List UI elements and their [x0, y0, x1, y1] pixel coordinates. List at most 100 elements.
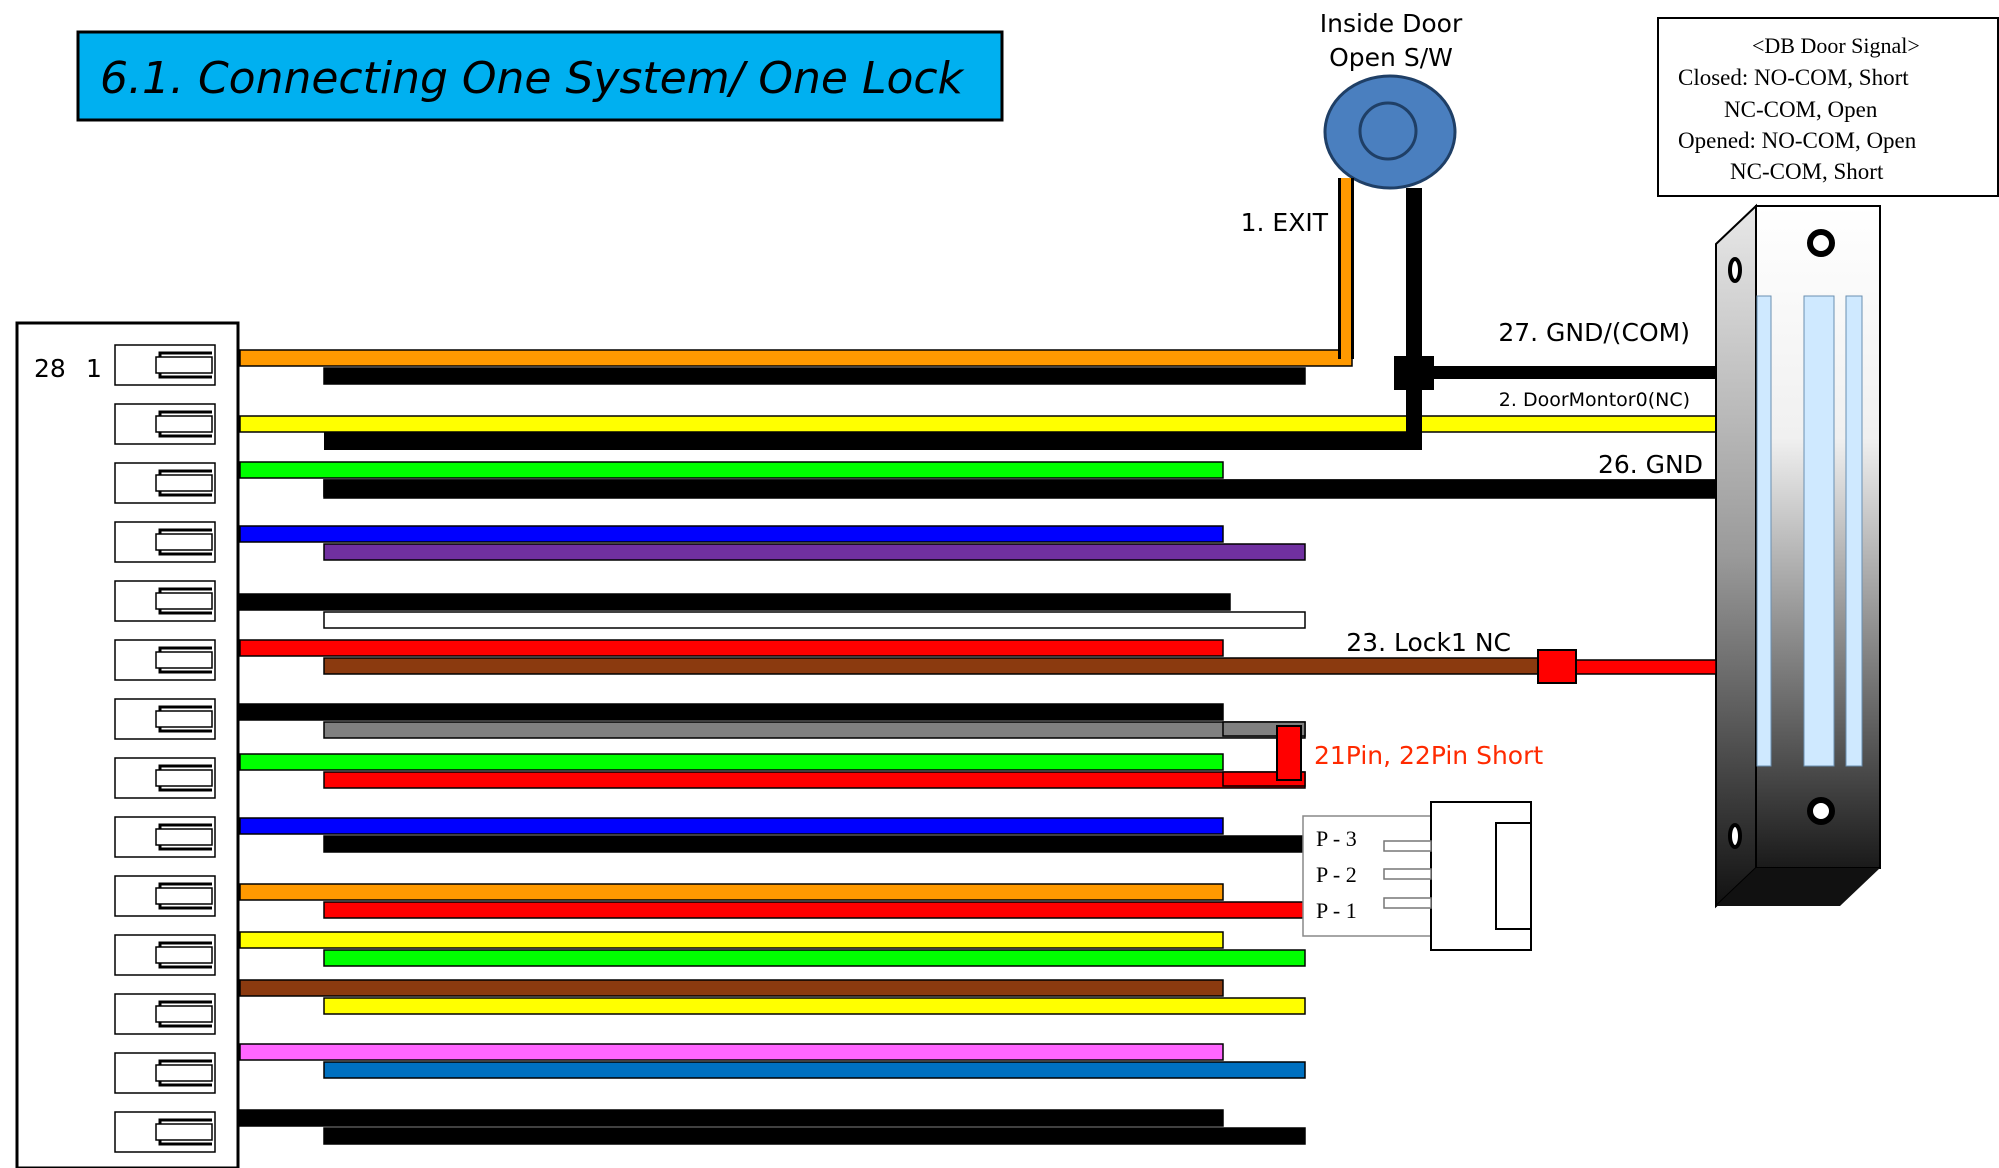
wire	[323, 771, 1306, 789]
plug-latch	[1495, 822, 1532, 930]
connector-slot	[114, 934, 216, 976]
slot-pin	[155, 356, 213, 374]
wire	[239, 593, 1231, 611]
slot-pin	[155, 887, 213, 905]
wire	[323, 367, 1306, 385]
wire	[323, 611, 1306, 629]
plug-pin-icon	[1383, 868, 1432, 880]
connector-slot	[114, 757, 216, 799]
connector-slot	[114, 521, 216, 563]
wire	[323, 997, 1306, 1015]
lock-magnet-strip	[1756, 295, 1772, 767]
lock-magnet-strip	[1845, 295, 1863, 767]
wire	[239, 753, 1224, 771]
slot-pin	[155, 946, 213, 964]
connector-slots	[114, 344, 216, 1153]
wire	[323, 1127, 1306, 1145]
exit-switch: Inside Door Open S/W	[1320, 9, 1463, 190]
wire	[239, 979, 1224, 997]
wire	[239, 703, 1224, 721]
wire	[323, 901, 1306, 919]
title-background	[76, 30, 1004, 122]
page-title: 6.1. Connecting One System/ One Lock	[100, 53, 965, 104]
plug-pin-label: P - 3	[1316, 826, 1357, 851]
connector-slot	[114, 875, 216, 917]
terminal-block: 28 1	[15, 321, 240, 1168]
connector-slot	[114, 1052, 216, 1094]
switch-label: Open S/W	[1329, 43, 1453, 72]
wire	[323, 835, 1306, 853]
slot-pin	[155, 415, 213, 433]
connector-slot	[114, 580, 216, 622]
wire	[323, 949, 1306, 967]
connector-slot	[114, 1111, 216, 1153]
pin-label-28: 28	[34, 354, 66, 383]
lock-side-hole-icon	[1728, 257, 1742, 283]
connector-slot	[114, 462, 216, 504]
gnd-com-wire	[1434, 366, 1716, 379]
connector-slot	[114, 639, 216, 681]
label-door-monitor: 2. DoorMontor0(NC)	[1499, 389, 1690, 411]
wire	[323, 657, 1541, 675]
lock-magnet-strip	[1803, 295, 1835, 767]
label-short: 21Pin, 22Pin Short	[1314, 741, 1543, 770]
slot-pin	[155, 1005, 213, 1023]
lock-screw-hole-icon	[1807, 229, 1835, 257]
label-gnd: 26. GND	[1598, 450, 1703, 479]
wire-labels: 1. EXIT 27. GND/(COM) 2. DoorMontor0(NC)…	[1241, 208, 1703, 770]
connector-slot	[114, 403, 216, 445]
wire-harness	[239, 349, 1717, 1145]
title-box: 6.1. Connecting One System/ One Lock	[76, 30, 1004, 122]
label-lock-nc: 23. Lock1 NC	[1346, 628, 1511, 657]
wire	[239, 415, 1717, 433]
wire	[323, 1061, 1306, 1079]
label-exit: 1. EXIT	[1241, 208, 1329, 237]
slot-pin	[155, 474, 213, 492]
lock-bottom-edge	[1716, 868, 1880, 906]
wire	[239, 461, 1224, 479]
switch-button-center	[1358, 101, 1418, 161]
slot-pin	[155, 710, 213, 728]
slot-pin	[155, 592, 213, 610]
signal-box-heading: <DB Door Signal>	[1752, 33, 1920, 58]
gnd-wire	[323, 479, 1717, 499]
signal-box-line: NC-COM, Short	[1730, 159, 1884, 184]
connector-slot	[114, 344, 216, 386]
signal-box-line: Opened: NO-COM, Open	[1678, 128, 1917, 153]
slot-pin	[155, 1123, 213, 1141]
switch-label: Inside Door	[1320, 9, 1463, 38]
signal-box-frame	[1657, 17, 1999, 197]
lock-side-hole-icon	[1728, 823, 1742, 849]
wire	[239, 349, 1353, 367]
slot-pin	[155, 1064, 213, 1082]
slot-pin	[155, 651, 213, 669]
signal-box: <DB Door Signal> Closed: NO-COM, Short N…	[1657, 17, 1999, 197]
three-pin-plug: P - 3 P - 2 P - 1	[1302, 801, 1532, 951]
wire	[239, 883, 1224, 901]
wire	[239, 931, 1224, 949]
short-jumper-icon	[1276, 725, 1302, 781]
connector-housing	[15, 321, 240, 1168]
switch-ground-wire	[1406, 188, 1422, 450]
slot-pin	[155, 828, 213, 846]
wire-splice-icon	[1537, 649, 1577, 684]
slot-pin	[155, 769, 213, 787]
plug-pin-label: P - 1	[1316, 898, 1357, 923]
lock-side-panel	[1715, 203, 1757, 909]
switch-wires	[324, 178, 1716, 450]
plug-pin-icon	[1383, 897, 1432, 909]
slot-pin	[155, 533, 213, 551]
wire	[239, 1043, 1224, 1061]
wire	[239, 817, 1224, 835]
pin-label-1: 1	[86, 354, 102, 383]
label-gnd-com: 27. GND/(COM)	[1498, 318, 1690, 347]
magnetic-lock	[1715, 203, 1881, 909]
lock-nc-wire	[1569, 659, 1717, 675]
door-monitor-return-wire	[324, 432, 1422, 450]
wire	[239, 525, 1224, 543]
signal-box-line: NC-COM, Open	[1724, 97, 1878, 122]
wire	[239, 1109, 1224, 1127]
wire	[323, 721, 1306, 739]
wire-junction	[1394, 356, 1434, 390]
